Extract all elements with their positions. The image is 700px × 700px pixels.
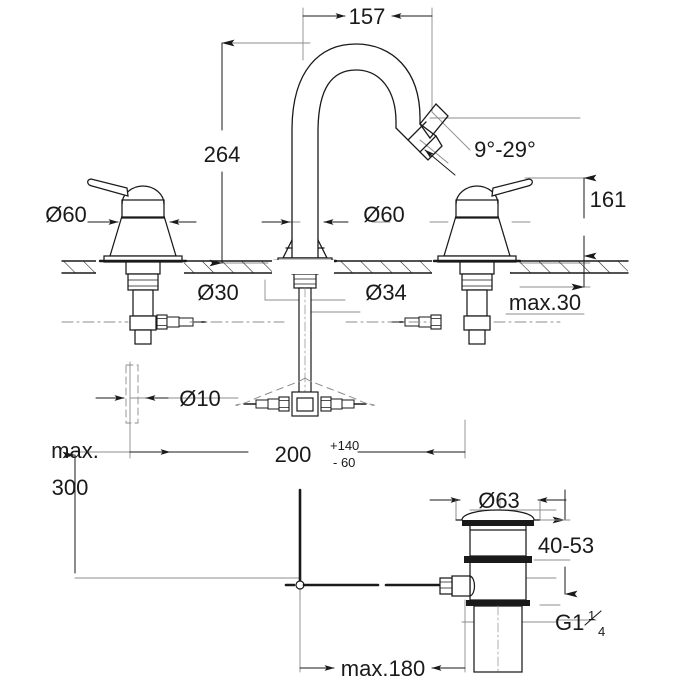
popup-drain-assembly (439, 509, 541, 673)
dimension-drain-flange (429, 497, 567, 519)
popup-rod-linkage (284, 488, 454, 601)
dimension-label-angle: 9°-29° (474, 137, 536, 162)
angle-callout-aerator (419, 139, 456, 176)
dimension-label-tol-plus: +140 (330, 438, 359, 453)
dimension-label-tol-minus: - 60 (333, 455, 355, 470)
dimension-label-thread-numerator: 1 (588, 608, 595, 623)
dimension-label-300: 300 (52, 475, 89, 500)
dimension-label-dia60-center: Ø60 (363, 202, 405, 227)
dimension-label-max180: max.180 (341, 656, 425, 681)
dimension-label-thread-denominator: 4 (598, 624, 605, 639)
dimension-label-dia30: Ø30 (197, 280, 239, 305)
dimension-label-200: 200 (275, 442, 312, 467)
handle-left (87, 178, 207, 345)
flexible-hose-paths (235, 377, 375, 406)
dimension-label-264: 264 (204, 142, 241, 167)
dimension-label-thread: G1 (555, 610, 584, 635)
dimension-hose-length (62, 451, 301, 579)
spout-body (281, 43, 449, 263)
dimension-label-161: 161 (590, 187, 627, 212)
dimension-rod-dia (95, 364, 169, 424)
dimension-label-max: max. (51, 438, 99, 463)
dimension-label-157: 157 (349, 4, 386, 29)
dimension-label-max30: max.30 (509, 290, 581, 315)
dimension-label-dia60-left: Ø60 (45, 202, 87, 227)
spout-shank (243, 273, 367, 417)
dimension-label-dia63: Ø63 (478, 488, 520, 513)
dimension-label-dia10: Ø10 (179, 386, 221, 411)
dimension-drain-adjust (533, 489, 578, 598)
dimension-label-40-53: 40-53 (538, 533, 594, 558)
dimension-label-dia34: Ø34 (365, 280, 407, 305)
dimension-deck-thickness (505, 239, 597, 315)
